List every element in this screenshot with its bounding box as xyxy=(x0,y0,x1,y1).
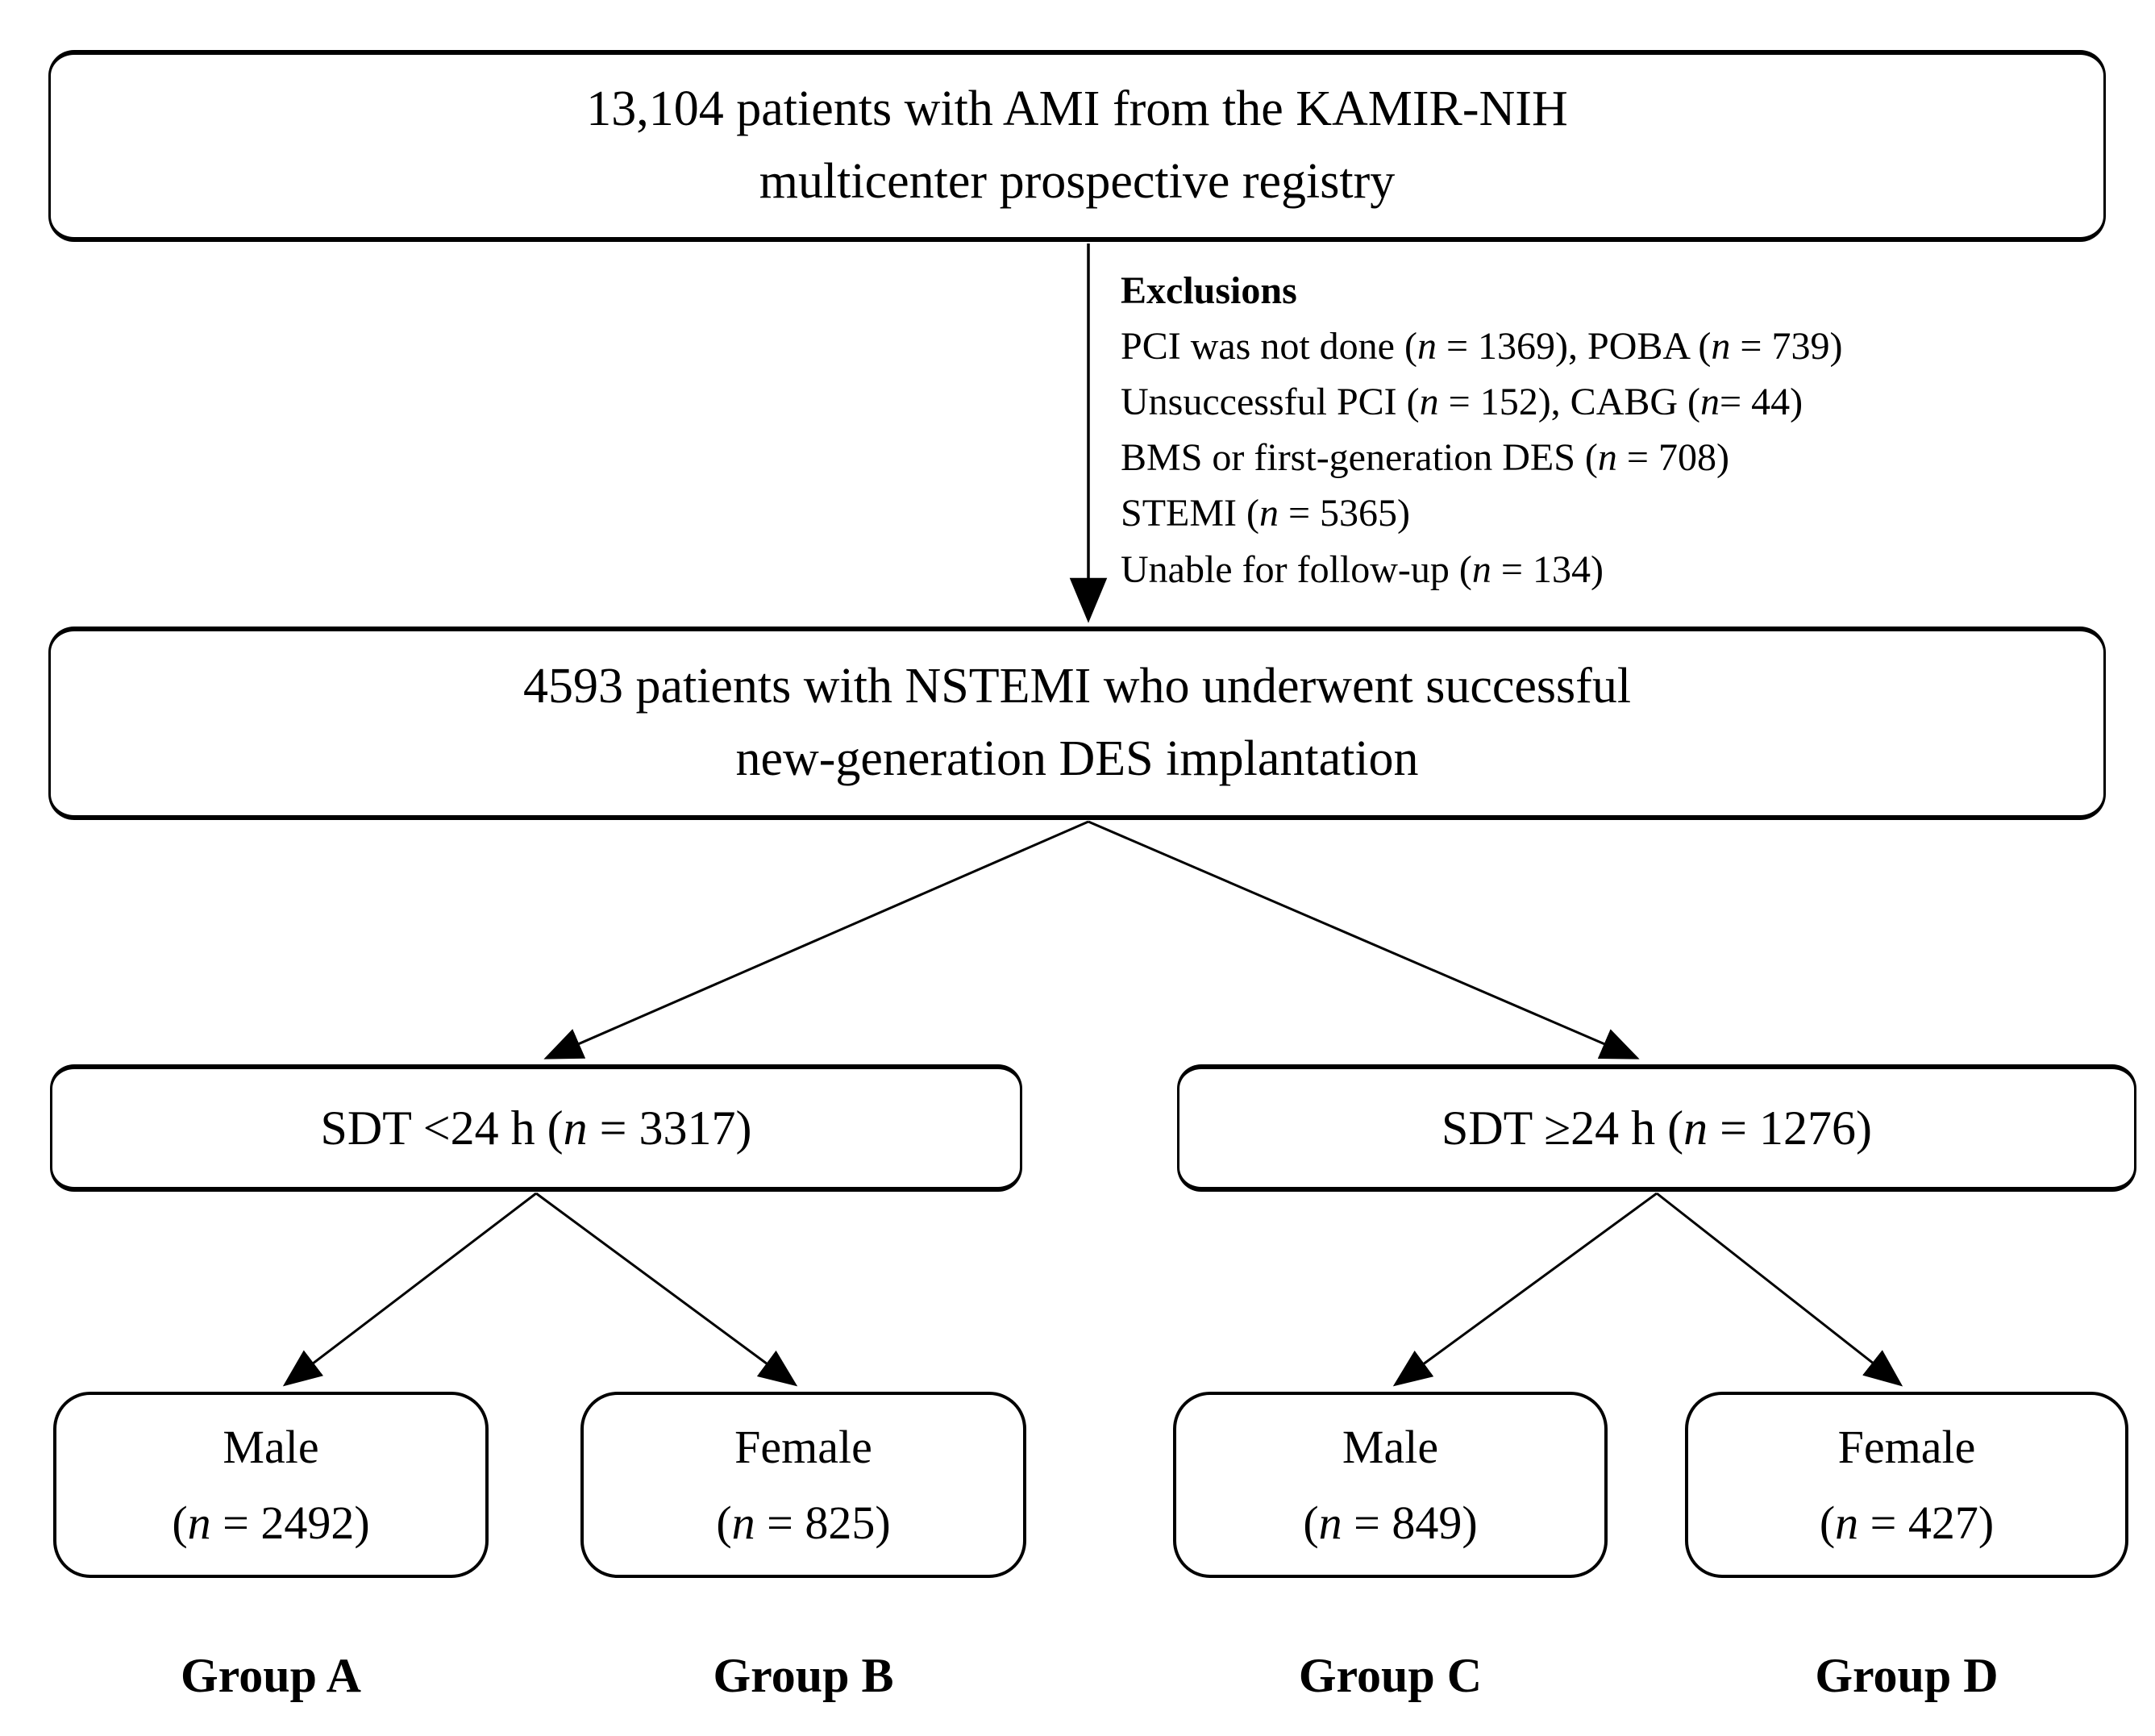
group-d-label: Group D xyxy=(1815,1649,1999,1702)
text-line: Female xyxy=(1837,1420,1976,1473)
text-line: new-generation DES implantation xyxy=(735,731,1419,786)
text-line: PCI was not done (n = 1369), POBA (n = 7… xyxy=(1121,325,1843,368)
text-line: 13,104 patients with AMI from the KAMIR-… xyxy=(586,81,1568,137)
text-line: Unable for follow-up (n = 134) xyxy=(1121,547,1604,591)
text-line: Female xyxy=(734,1420,872,1473)
arrow-sdt-lt24-to-female-b xyxy=(535,1192,798,1387)
arrow-sdt-ge24-to-male-c xyxy=(1392,1192,1658,1387)
sdt-ge24-box: SDT ≥24 h (n = 1276) xyxy=(1177,1064,2136,1192)
text-line: (n = 825) xyxy=(716,1496,891,1549)
male-a-box: Male (n = 2492) xyxy=(53,1392,489,1578)
male-c-box: Male (n = 849) xyxy=(1173,1392,1608,1578)
exclusions-note: Exclusions PCI was not done (n = 1369), … xyxy=(1121,263,2072,597)
text-line: SDT ≥24 h (n = 1276) xyxy=(1441,1101,1872,1155)
text-line: multicenter prospective registry xyxy=(759,154,1396,209)
registry-box: 13,104 patients with AMI from the KAMIR-… xyxy=(48,50,2106,242)
text-line: STEMI (n = 5365) xyxy=(1121,492,1411,535)
arrow-nstemi-to-sdt-ge24 xyxy=(1088,820,1640,1060)
group-b-label: Group B xyxy=(713,1649,894,1702)
arrow-sdt-lt24-to-male-a xyxy=(282,1192,537,1387)
female-d-box: Female (n = 427) xyxy=(1685,1392,2128,1578)
text-line: Unsuccessful PCI (n = 152), CABG (n= 44) xyxy=(1121,381,1803,424)
group-c-label: Group C xyxy=(1298,1649,1483,1702)
text-line: Male xyxy=(1342,1420,1439,1473)
text-line: Male xyxy=(223,1420,319,1473)
text-line: SDT <24 h (n = 3317) xyxy=(320,1101,752,1155)
text-line: (n = 2492) xyxy=(172,1496,370,1549)
text-line: (n = 849) xyxy=(1303,1496,1478,1549)
female-b-box: Female (n = 825) xyxy=(580,1392,1026,1578)
text-line: (n = 427) xyxy=(1819,1496,1995,1549)
nstemi-box: 4593 patients with NSTEMI who underwent … xyxy=(48,627,2106,820)
text-line: 4593 patients with NSTEMI who underwent … xyxy=(522,659,1632,714)
group-a-label: Group A xyxy=(181,1649,361,1702)
sdt-lt24-box: SDT <24 h (n = 3317) xyxy=(50,1064,1022,1192)
arrow-sdt-ge24-to-female-d xyxy=(1656,1192,1903,1387)
text-line: BMS or first-generation DES (n = 708) xyxy=(1121,436,1729,480)
exclusions-list: PCI was not done (n = 1369), POBA (n = 7… xyxy=(1121,318,2072,597)
exclusions-title: Exclusions xyxy=(1121,269,1297,312)
arrow-nstemi-to-sdt-lt24 xyxy=(543,820,1089,1060)
